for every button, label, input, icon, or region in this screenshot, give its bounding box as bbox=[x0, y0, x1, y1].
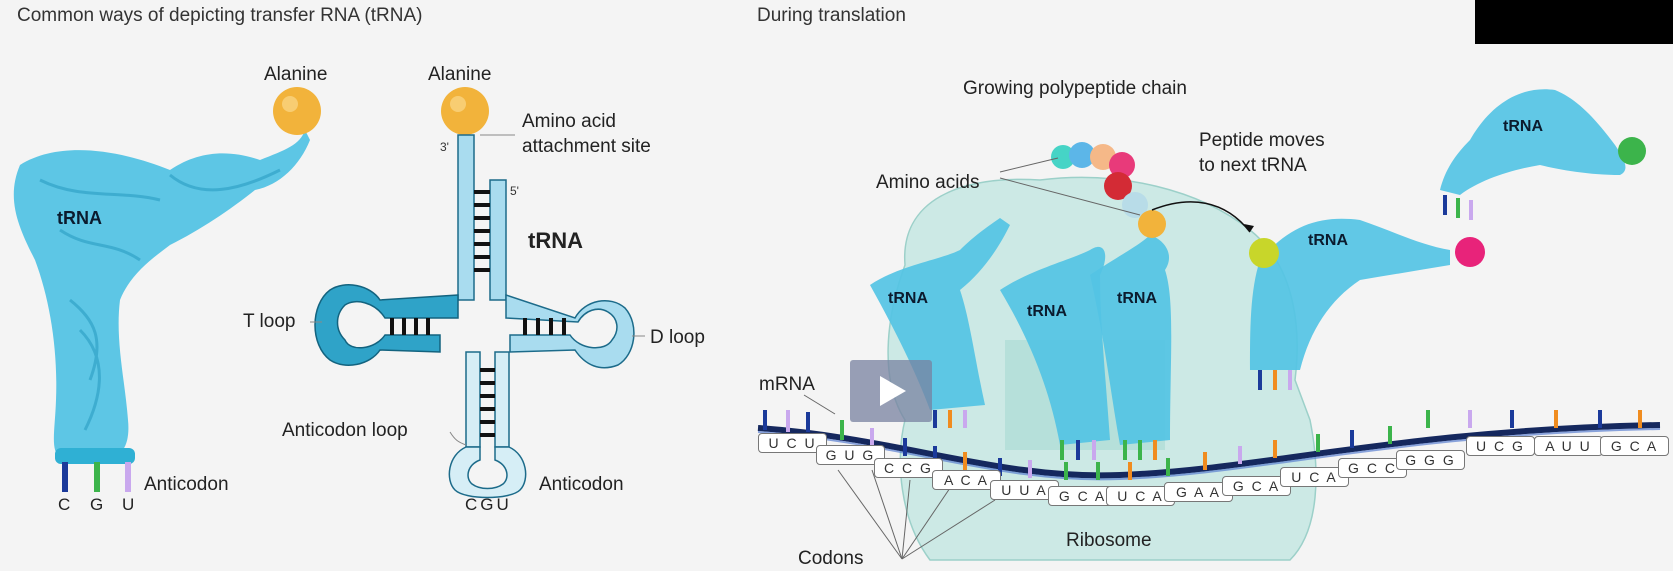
three-prime-label: 3' bbox=[440, 140, 449, 154]
anticodon-label-cloverleaf: Anticodon bbox=[539, 474, 624, 495]
left-panel-title: Common ways of depicting transfer RNA (t… bbox=[17, 5, 423, 26]
alanine-sphere-3d bbox=[273, 87, 321, 135]
attachment-site-label-2: attachment site bbox=[522, 136, 651, 157]
amino-acid-chain bbox=[1051, 137, 1646, 268]
codon-box: G C A bbox=[1048, 486, 1117, 506]
codon-box: G C A bbox=[1222, 476, 1291, 496]
codon-box: G G G bbox=[1396, 450, 1465, 470]
codon-box: U U A bbox=[990, 480, 1059, 500]
alanine-label-3d: Alanine bbox=[264, 64, 328, 85]
amino-acids-label: Amino acids bbox=[876, 172, 980, 193]
attachment-site-label-1: Amino acid bbox=[522, 111, 616, 132]
trna-label-cloverleaf: tRNA bbox=[528, 228, 583, 253]
codon-box: A C A bbox=[932, 470, 1001, 490]
codon-box: G U G bbox=[816, 445, 885, 465]
anticodon-label-3d: Anticodon bbox=[144, 474, 229, 495]
trna-label-4: tRNA bbox=[1308, 232, 1348, 249]
play-button[interactable] bbox=[850, 360, 932, 422]
trna-3d-model bbox=[13, 87, 321, 492]
trna-blob-3 bbox=[1090, 235, 1172, 460]
d-loop-label: D loop bbox=[650, 327, 705, 348]
codon-box: U C U bbox=[758, 433, 827, 453]
trna-label-3: tRNA bbox=[1117, 290, 1157, 307]
trna-blob-4 bbox=[1250, 218, 1450, 390]
codon-pointer-lines bbox=[803, 157, 1141, 560]
peptide-moves-label-1: Peptide moves bbox=[1199, 130, 1325, 151]
trna-blob-1 bbox=[870, 218, 1010, 428]
anticodon-base-g: G bbox=[90, 495, 104, 514]
trna-blob-5 bbox=[1440, 89, 1626, 220]
trna-label-1: tRNA bbox=[888, 290, 928, 307]
ribosome-label: Ribosome bbox=[1066, 530, 1152, 551]
anticodon-base-u: U bbox=[122, 495, 135, 514]
redaction-box bbox=[1475, 0, 1673, 44]
alanine-label-cloverleaf: Alanine bbox=[428, 64, 492, 85]
anticodon-loop-label: Anticodon loop bbox=[282, 420, 408, 441]
codon-box: U C G bbox=[1466, 436, 1535, 456]
t-loop-label: T loop bbox=[243, 311, 296, 332]
peptide-moves-label-2: to next tRNA bbox=[1199, 155, 1307, 176]
codon-box: U C A bbox=[1106, 486, 1175, 506]
mrna-strand bbox=[757, 410, 1661, 481]
codon-box: U C A bbox=[1280, 467, 1349, 487]
right-panel-title: During translation bbox=[757, 5, 906, 26]
codon-box: G C A bbox=[1600, 436, 1669, 456]
alanine-sphere-cloverleaf bbox=[441, 87, 489, 135]
play-icon bbox=[880, 376, 906, 406]
anticodon-bases-cloverleaf: CGU bbox=[465, 495, 512, 514]
codon-box: G C C bbox=[1338, 458, 1407, 478]
codons-label: Codons bbox=[798, 548, 864, 569]
trna-cloverleaf bbox=[310, 87, 645, 499]
growing-chain-label: Growing polypeptide chain bbox=[963, 78, 1187, 99]
trna-label-5: tRNA bbox=[1503, 118, 1543, 135]
five-prime-label: 5' bbox=[510, 184, 519, 198]
codon-box: C C G bbox=[874, 458, 943, 478]
trna-blob-2 bbox=[1000, 246, 1110, 460]
codon-box: A U U bbox=[1534, 436, 1603, 456]
mrna-label: mRNA bbox=[759, 374, 815, 395]
trna-label-2: tRNA bbox=[1027, 303, 1067, 320]
trna-label-3d: tRNA bbox=[57, 208, 102, 228]
anticodon-base-c: C bbox=[58, 495, 71, 514]
